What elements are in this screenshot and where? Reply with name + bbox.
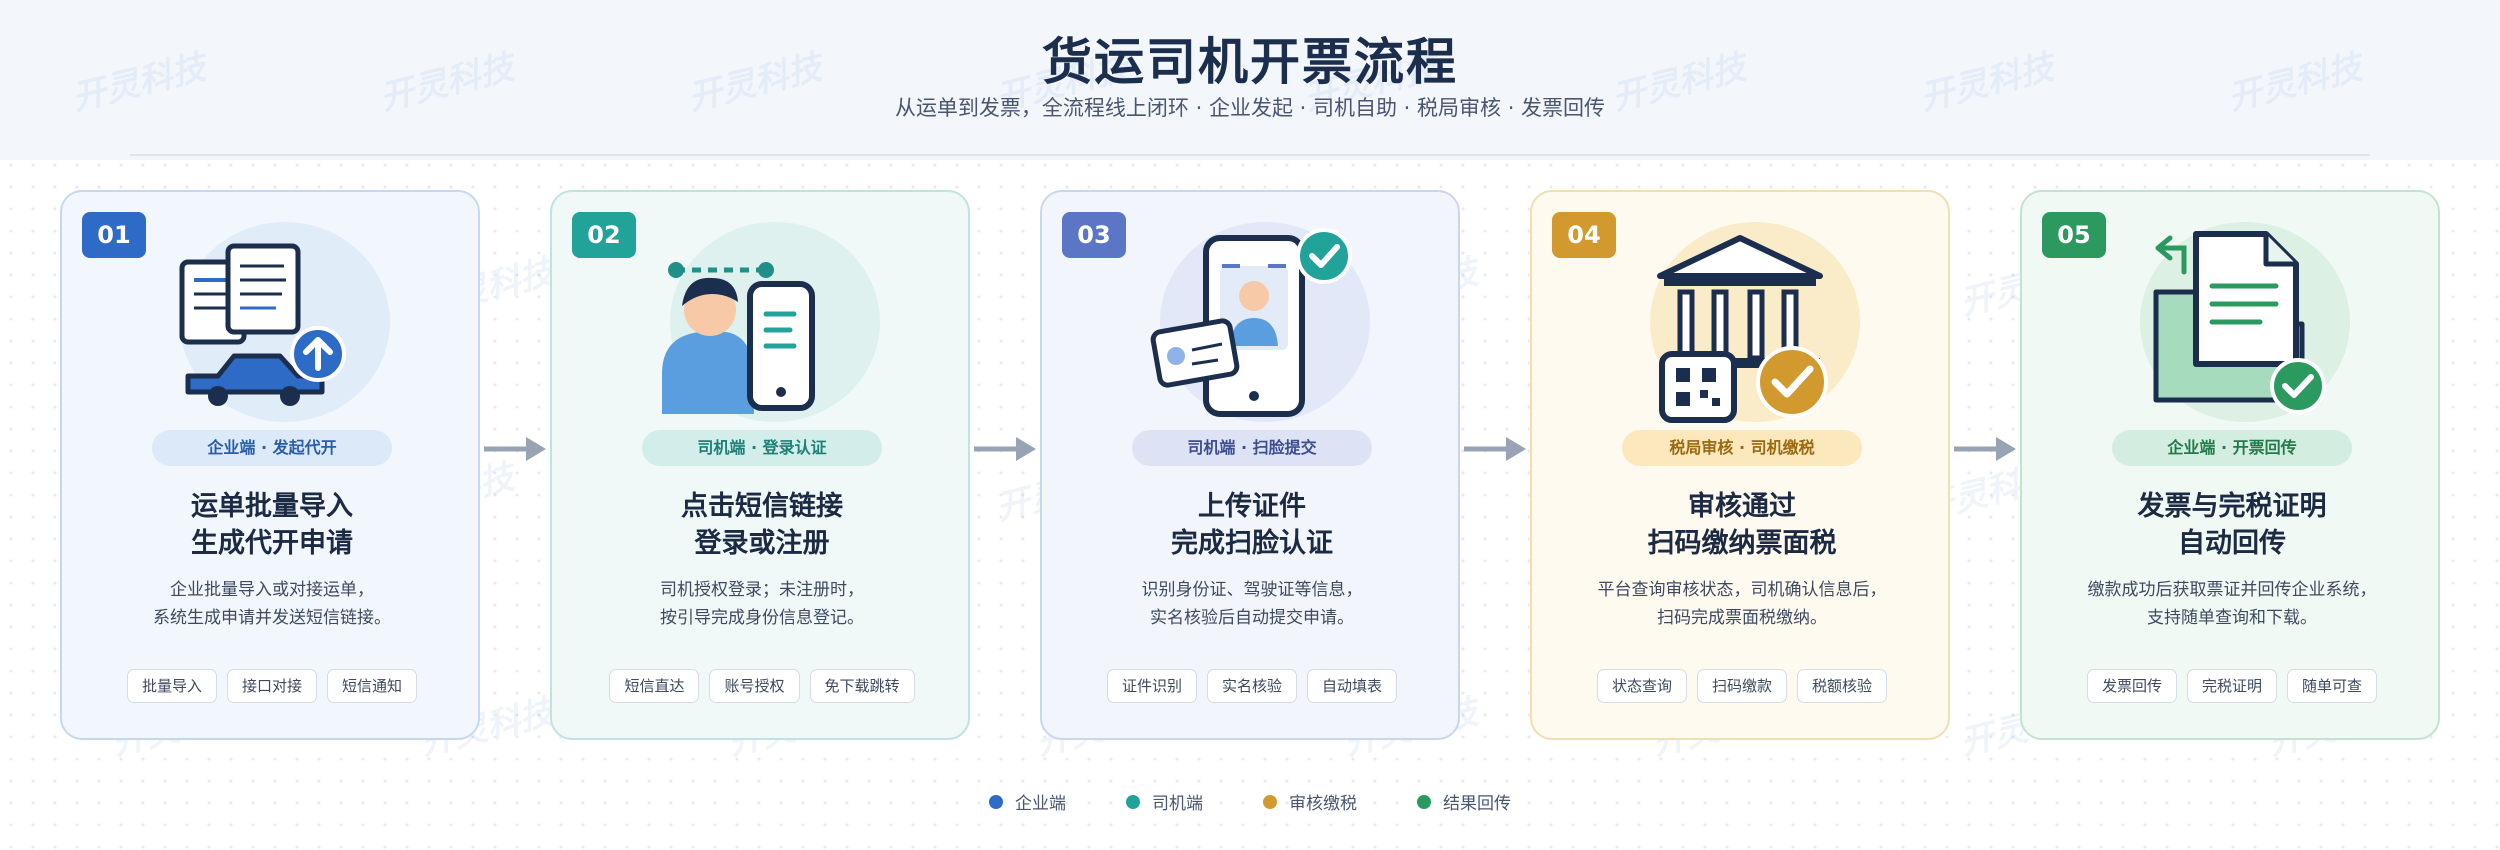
flow-arrow-icon	[1464, 437, 1526, 461]
invoice-return-check-icon	[2153, 231, 2326, 414]
feature-tags: 状态查询 扫码缴款 税额核验	[1532, 669, 1952, 703]
legend-dot	[1263, 794, 1277, 809]
step-card-1: 01 企业端 · 发起代开 运单批量导入 生成代开申请 企业批量导入或对接运单，…	[60, 190, 480, 740]
step-title: 运单批量导入 生成代开申请	[72, 488, 472, 562]
role-pill: 司机端 · 登录认证	[642, 430, 882, 466]
step-number-badge: 05	[2042, 212, 2106, 258]
step-title: 点击短信链接 登录或注册	[562, 488, 962, 562]
legend-item-enterprise: 企业端	[989, 789, 1066, 814]
feature-tag: 短信直达	[609, 669, 700, 703]
step-title-line: 生成代开申请	[191, 528, 353, 559]
feature-tags: 证件识别 实名核验 自动填表	[1042, 669, 1462, 703]
feature-tag: 账号授权	[709, 669, 800, 703]
phone-face-scan-id-icon	[1150, 228, 1352, 417]
step-number-badge: 02	[572, 212, 636, 258]
feature-tag: 证件识别	[1106, 669, 1197, 703]
legend-item-result-return: 结果回传	[1417, 789, 1511, 814]
step-description: 识别身份证、驾驶证等信息， 实名核验后自动提交申请。	[1052, 576, 1452, 632]
step-description: 企业批量导入或对接运单， 系统生成申请并发送短信链接。	[72, 576, 472, 632]
step-card-2: 02 司机端 · 登录认证 点击短信链接 登录或注册 司机授权登录；未注册时， …	[550, 190, 970, 740]
step-title: 审核通过 扫码缴纳票面税	[1542, 488, 1942, 562]
role-pill: 企业端 · 发起代开	[152, 430, 392, 466]
step-title-line: 登录或注册	[694, 528, 830, 559]
step-title-line: 完成扫脸认证	[1171, 528, 1333, 559]
step-desc-line: 按引导完成身份信息登记。	[660, 608, 864, 628]
flow-arrow-icon	[484, 437, 546, 461]
legend-dot	[1126, 794, 1140, 809]
step-title-line: 扫码缴纳票面税	[1647, 528, 1837, 559]
legend-label: 司机端	[1152, 794, 1203, 814]
feature-tag: 扫码缴款	[1696, 669, 1787, 703]
step-description: 平台查询审核状态，司机确认信息后， 扫码完成票面税缴纳。	[1542, 576, 1942, 632]
feature-tag: 免下载跳转	[809, 669, 915, 703]
step-title-line: 上传证件	[1198, 491, 1306, 522]
legend-label: 审核缴税	[1289, 794, 1357, 814]
page-subtitle: 从运单到发票，全流程线上闭环 · 企业发起 · 司机自助 · 税局审核 · 发票…	[894, 96, 1606, 120]
step-desc-line: 缴款成功后获取票证并回传企业系统，	[2087, 580, 2377, 600]
step-desc-line: 识别身份证、驾驶证等信息，	[1141, 580, 1363, 600]
legend-label: 结果回传	[1443, 794, 1511, 814]
step-number-badge: 04	[1552, 212, 1616, 258]
feature-tag: 批量导入	[126, 669, 217, 703]
step-card-4: 04 税局审核 · 司机缴税 审核通过 扫码缴纳票面税 平台查询审核状态，司机确…	[1530, 190, 1950, 740]
feature-tag: 短信通知	[327, 669, 418, 703]
driver-phone-login-icon	[662, 262, 815, 414]
step-desc-line: 企业批量导入或对接运单，	[170, 580, 374, 600]
step-card-3: 03 司机端 · 扫脸提交 上传证件 完成扫脸认证 识别身份证、驾驶证等信息， …	[1040, 190, 1460, 740]
feature-tags: 发票回传 完税证明 随单可查	[2022, 669, 2442, 703]
tax-bureau-qr-check-icon	[1657, 235, 1828, 423]
step-desc-line: 平台查询审核状态，司机确认信息后，	[1597, 580, 1887, 600]
feature-tag: 自动填表	[1307, 669, 1398, 703]
step-desc-line: 系统生成申请并发送短信链接。	[153, 608, 391, 628]
step-number-badge: 03	[1062, 212, 1126, 258]
feature-tag: 状态查询	[1596, 669, 1687, 703]
page-title: 货运司机开票流程	[1042, 33, 1458, 91]
role-pill: 企业端 · 开票回传	[2112, 430, 2352, 466]
feature-tags: 短信直达 账号授权 免下载跳转	[552, 669, 972, 703]
legend-label: 企业端	[1015, 794, 1066, 814]
feature-tag: 实名核验	[1206, 669, 1297, 703]
role-pill: 司机端 · 扫脸提交	[1132, 430, 1372, 466]
step-title: 上传证件 完成扫脸认证	[1052, 488, 1452, 562]
feature-tags: 批量导入 接口对接 短信通知	[62, 669, 482, 703]
step-desc-line: 实名核验后自动提交申请。	[1150, 608, 1354, 628]
flow-arrow-icon	[1954, 437, 2016, 461]
step-description: 缴款成功后获取票证并回传企业系统， 支持随单查询和下载。	[2032, 576, 2432, 632]
legend: 企业端 司机端 审核缴税 结果回传	[0, 789, 2500, 814]
step-description: 司机授权登录；未注册时， 按引导完成身份信息登记。	[562, 576, 962, 632]
header-band	[0, 0, 2500, 160]
step-title-line: 点击短信链接	[681, 491, 843, 522]
feature-tag: 完税证明	[2186, 669, 2277, 703]
step-title-line: 运单批量导入	[191, 491, 353, 522]
flow-arrow-icon	[974, 437, 1036, 461]
feature-tag: 随单可查	[2287, 669, 2378, 703]
step-title: 发票与完税证明 自动回传	[2032, 488, 2432, 562]
step-number-badge: 01	[82, 212, 146, 258]
feature-tag: 发票回传	[2086, 669, 2177, 703]
header-divider	[130, 154, 2370, 156]
legend-dot	[989, 794, 1003, 809]
legend-dot	[1417, 794, 1431, 809]
step-desc-line: 司机授权登录；未注册时，	[660, 580, 864, 600]
step-card-5: 05 企业端 · 开票回传 发票与完税证明 自动回传 缴款成功后获取票证并回传企…	[2020, 190, 2440, 740]
feature-tag: 税额核验	[1797, 669, 1888, 703]
step-desc-line: 支持随单查询和下载。	[2147, 608, 2317, 628]
step-title-line: 审核通过	[1688, 491, 1796, 522]
documents-truck-upload-icon	[179, 243, 346, 406]
feature-tag: 接口对接	[226, 669, 317, 703]
legend-item-driver: 司机端	[1126, 789, 1203, 814]
step-title-line: 自动回传	[2178, 528, 2286, 559]
step-desc-line: 扫码完成票面税缴纳。	[1657, 608, 1827, 628]
role-pill: 税局审核 · 司机缴税	[1622, 430, 1862, 466]
legend-item-review-tax: 审核缴税	[1263, 789, 1357, 814]
step-title-line: 发票与完税证明	[2137, 491, 2327, 522]
